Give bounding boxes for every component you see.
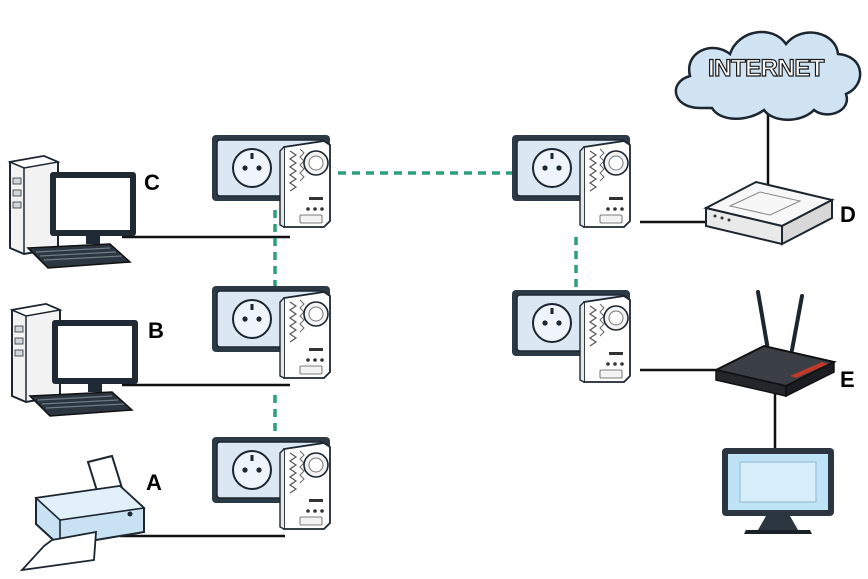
wireless-router-icon: [713, 290, 837, 398]
powerline-adapter-icon: [511, 289, 631, 383]
internet-cloud-icon: INTERNET: [674, 30, 862, 121]
powerline-adapter-icon: [211, 436, 331, 530]
device-label-e: E: [840, 367, 855, 392]
device-label-b: B: [148, 318, 164, 343]
powerline-adapter-icon: [211, 285, 331, 379]
powerline-adapter-icon: [211, 134, 331, 228]
desktop-computer-icon: [9, 155, 137, 269]
device-label-a: A: [146, 470, 162, 495]
printer-icon: [19, 454, 146, 572]
device-label-c: C: [144, 170, 160, 195]
device-label-d: D: [840, 202, 856, 227]
modem-icon: [703, 180, 835, 246]
powerline-adapter-icon: [511, 134, 631, 228]
internet-cloud-label: INTERNET: [708, 55, 825, 82]
desktop-computer-icon: [11, 303, 139, 417]
tv-icon: [722, 448, 834, 534]
